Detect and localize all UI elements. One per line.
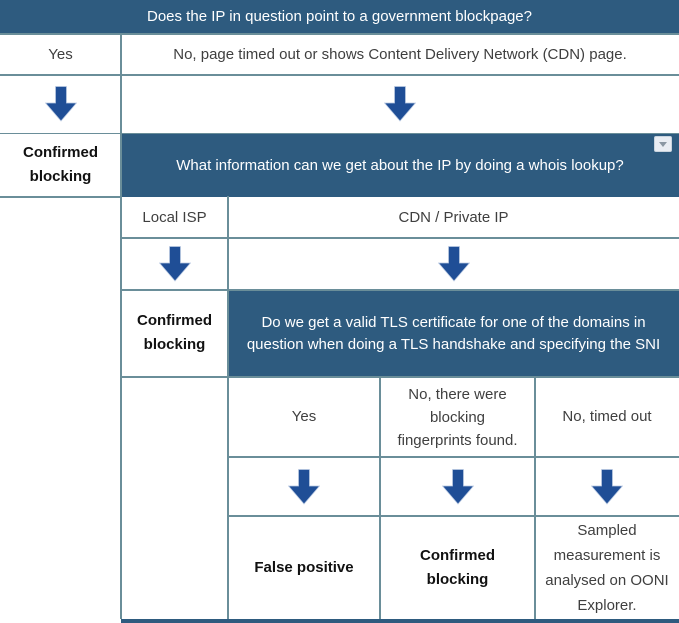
answer-tls-fingerprints: No, there were blocking fingerprints fou… <box>397 385 518 449</box>
down-arrow-icon <box>437 246 470 282</box>
next-header-strip <box>121 619 679 623</box>
arrow-cell <box>0 75 121 133</box>
arrow-cell <box>228 238 679 290</box>
grid-line <box>0 196 121 198</box>
answer-yes-blockpage: Yes <box>48 45 73 63</box>
arrow-cell <box>535 457 679 516</box>
outcome-confirmed-blocking-1: Confirmed blocking <box>23 144 98 185</box>
grid-line <box>534 376 536 619</box>
answer-no-blockpage: No, page timed out or shows Content Deli… <box>173 45 627 63</box>
grid-line <box>228 515 679 517</box>
grid-line <box>0 74 679 76</box>
answer-cdn-private-ip: CDN / Private IP <box>398 208 509 226</box>
grid-line <box>228 456 679 458</box>
arrow-cell <box>228 457 380 516</box>
grid-line <box>0 132 679 134</box>
dropdown-icon <box>659 141 667 147</box>
outcome-confirmed-blocking-3: Confirmed blocking <box>420 546 495 588</box>
down-arrow-icon <box>288 468 320 505</box>
answer-tls-yes: Yes <box>291 408 317 425</box>
outcome-false-positive: False positive <box>254 558 354 576</box>
question-header-blockpage: Does the IP in question point to a gover… <box>0 0 679 33</box>
arrow-cell <box>121 75 679 133</box>
grid-line <box>120 33 122 619</box>
outcome-sampled-measurement: Sampled measurement is analysed on OONI … <box>545 521 669 614</box>
down-arrow-icon <box>44 86 77 122</box>
question-header-whois: What information can we get about the IP… <box>121 134 679 197</box>
down-arrow-icon <box>158 246 191 282</box>
arrow-cell <box>380 457 535 516</box>
down-arrow-icon <box>441 468 474 505</box>
down-arrow-icon <box>591 468 623 505</box>
grid-line <box>121 237 679 239</box>
grid-line <box>0 33 679 35</box>
table-options-button[interactable] <box>654 136 672 152</box>
arrow-cell <box>121 238 228 290</box>
grid-line <box>227 196 229 619</box>
grid-line <box>379 376 381 619</box>
down-arrow-icon <box>384 86 416 122</box>
answer-local-isp: Local ISP <box>142 208 207 226</box>
outcome-confirmed-blocking-2: Confirmed blocking <box>137 312 212 353</box>
grid-line <box>121 376 679 378</box>
grid-line <box>121 289 679 291</box>
answer-tls-timed-out: No, timed out <box>562 408 652 425</box>
question-header-tls: Do we get a valid TLS certificate for on… <box>228 290 679 377</box>
